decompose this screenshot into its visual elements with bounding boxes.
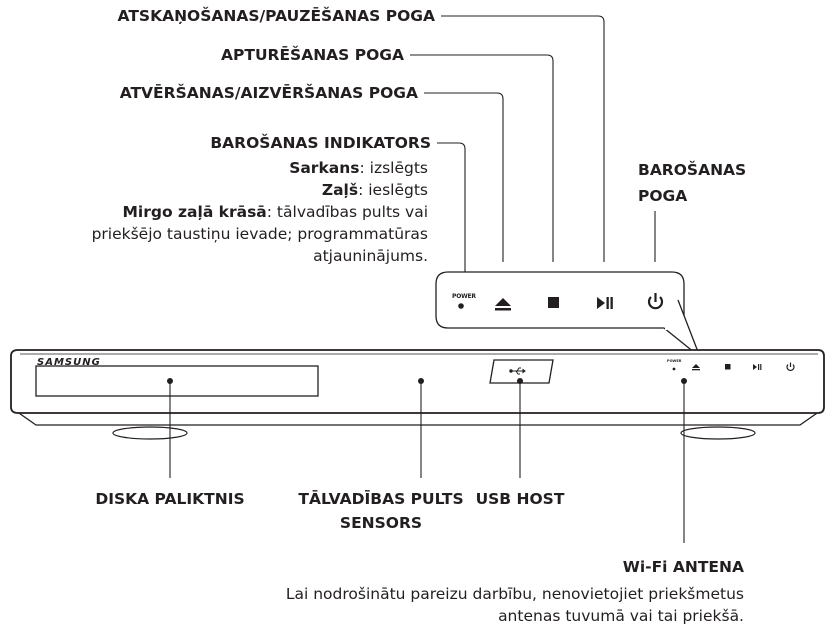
label-power-button-line1: BAROŠANAS [638, 161, 747, 179]
device-stop-button [725, 364, 731, 370]
play-pause-icon [597, 297, 613, 309]
device-eject-button [692, 364, 700, 371]
wifi-desc-line2: antenas tuvumā vai tai priekšā. [498, 607, 744, 625]
label-play-pause: ATSKAŅOŠANAS/PAUZĒŠANAS POGA [117, 7, 435, 25]
leader-play-pause [441, 15, 605, 262]
callout-box [435, 271, 685, 329]
desc-blink-line: Mirgo zaļā krāsā: tālvadības pults vai [122, 203, 429, 221]
device-foot-right [680, 426, 756, 440]
brand-logo: SAMSUNG [37, 357, 101, 368]
label-power-indicator: BAROŠANAS INDIKATORS [210, 134, 431, 152]
wifi-desc-line1: Lai nodrošinātu pareizu darbību, nenovie… [285, 585, 744, 603]
desc-blink-line-3: atjauninājums. [313, 247, 428, 265]
usb-icon [509, 367, 526, 375]
desc-blink-line-2: priekšējo taustiņu ievade; programmatūra… [91, 225, 428, 243]
eject-icon [495, 298, 511, 311]
power-indicator-led [458, 303, 464, 309]
device-power-text: POWER [667, 359, 682, 363]
desc-red-line: Sarkans: izslēgts [289, 159, 428, 177]
label-remote-sensor-line1: TĀLVADĪBAS PULTS [298, 490, 464, 508]
wifi-antenna-description: Lai nodrošinātu pareizu darbību, nenovie… [286, 583, 744, 627]
device-play-pause-button [753, 364, 762, 370]
label-disc-tray: DISKA PALIKTNIS [95, 490, 245, 508]
label-power-button-line2: POGA [638, 187, 688, 205]
power-icon [647, 293, 664, 310]
label-usb-host: USB HOST [475, 490, 565, 508]
desc-green-line: Zaļš: ieslēgts [321, 181, 428, 199]
callout-power-text: POWER [452, 293, 476, 300]
leader-stop [410, 54, 554, 262]
label-remote-sensor-line2: SENSORS [339, 514, 423, 532]
leader-open-close [424, 92, 504, 262]
disc-tray [35, 365, 319, 397]
power-indicator-description: Sarkans: izslēgts Zaļš: ieslēgts Mirgo z… [92, 157, 428, 267]
stop-icon [548, 297, 559, 308]
device-power-led [672, 367, 676, 371]
leader-power-indicator [437, 142, 466, 288]
label-open-close: ATVĒRŠANAS/AIZVĒRŠANAS POGA [119, 84, 418, 102]
label-stop: APTURĒŠANAS POGA [221, 46, 404, 64]
label-wifi-antenna: Wi-Fi ANTENA [622, 558, 744, 576]
device-power-button [786, 362, 795, 371]
device-foot-left [112, 426, 188, 440]
